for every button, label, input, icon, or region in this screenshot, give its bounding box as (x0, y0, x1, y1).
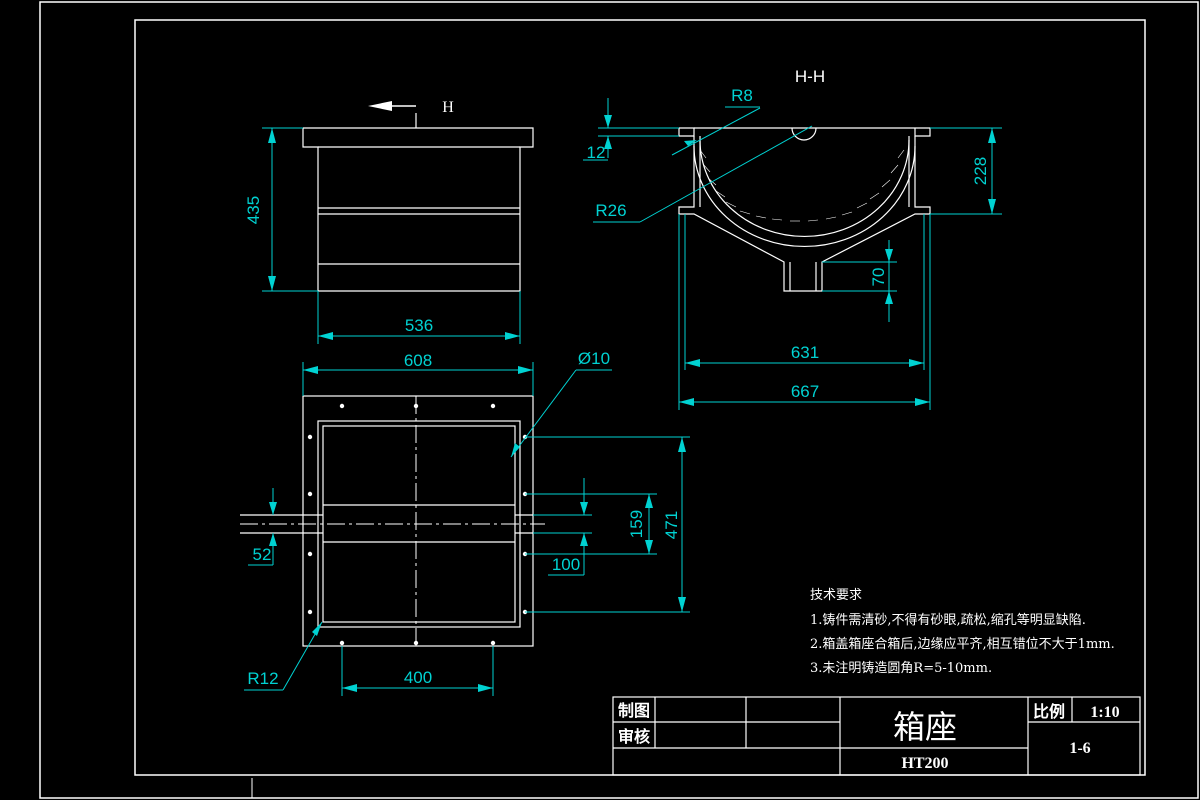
dim-608-label: 608 (404, 351, 432, 370)
r8-leader (671, 107, 761, 156)
dim-70-label: 70 (869, 268, 888, 287)
scale-value: 1:10 (1090, 704, 1119, 721)
title-block-frame (612, 696, 1141, 776)
top-view-outline (302, 395, 534, 647)
tech-req-item-1: 1.铸件需清砂,不得有砂眼,疏松,缩孔等明显缺陷. (810, 612, 1086, 628)
dim-667-label: 667 (791, 382, 819, 401)
section-view-dimensions (583, 98, 1002, 410)
part-name: 箱座 (893, 709, 957, 745)
dim-228-label: 228 (971, 157, 990, 185)
hole-leader (510, 369, 577, 458)
dim-r12-label: R12 (247, 669, 278, 688)
dim-52-label: 52 (253, 545, 272, 564)
top-view-arrowheads (269, 366, 686, 692)
dim-hole-dia-label: Ø10 (578, 349, 610, 368)
dim-536-label: 536 (405, 316, 433, 335)
top-view (240, 395, 534, 647)
dim-435-label: 435 (244, 196, 263, 224)
section-view (678, 127, 931, 292)
dim-471-label: 471 (662, 511, 681, 539)
material-label: HT200 (901, 755, 948, 772)
section-body (678, 136, 931, 292)
section-marker-h: H (442, 99, 454, 116)
dim-100-label: 100 (552, 555, 580, 574)
front-view (302, 113, 534, 292)
section-hatch (699, 149, 905, 222)
tech-req-item-2: 2.箱盖箱座合箱后,边缘应平齐,相互错位不大于1mm. (810, 636, 1115, 652)
right-flange (914, 127, 931, 137)
inner-border (134, 19, 1146, 776)
r26-leader (639, 125, 813, 223)
center-lines (240, 396, 545, 646)
checked-by-label: 审核 (618, 727, 650, 746)
section-view-arrowheads (604, 115, 996, 406)
bolt-holes (307, 403, 528, 646)
top-notch (791, 127, 817, 141)
tech-req-title: 技术要求 (810, 588, 862, 603)
front-view-dimensions (262, 127, 521, 344)
drawn-by-label: 制图 (618, 701, 650, 720)
section-arrow: H (368, 99, 454, 116)
dim-r8-label: R8 (731, 86, 753, 105)
dim-400-label: 400 (404, 668, 432, 687)
arrow-left-icon (368, 101, 392, 111)
dim-631-label: 631 (791, 343, 819, 362)
scale-label: 比例 (1033, 702, 1065, 721)
section-view-title: H-H (795, 67, 825, 86)
dim-159-label: 159 (627, 510, 646, 538)
drawing-frames (39, 1, 1199, 799)
bowl-inner (699, 139, 910, 237)
dim-r26-label: R26 (595, 201, 626, 220)
technical-requirements: 技术要求 1.铸件需清砂,不得有砂眼,疏松,缩孔等明显缺陷. 2.箱盖箱座合箱后… (810, 588, 1115, 676)
top-view-inner (317, 420, 521, 628)
bowl-outer (693, 145, 916, 248)
dim-12-label: 12 (587, 143, 606, 162)
title-block (612, 696, 1141, 776)
left-flange (678, 127, 695, 137)
front-view-arrowheads (268, 128, 520, 340)
drawing-number: 1-6 (1069, 740, 1090, 757)
front-view-outline (302, 127, 534, 292)
tech-req-item-3: 3.未注明铸造圆角R=5-10mm. (810, 660, 992, 676)
outer-frame (39, 1, 1199, 799)
